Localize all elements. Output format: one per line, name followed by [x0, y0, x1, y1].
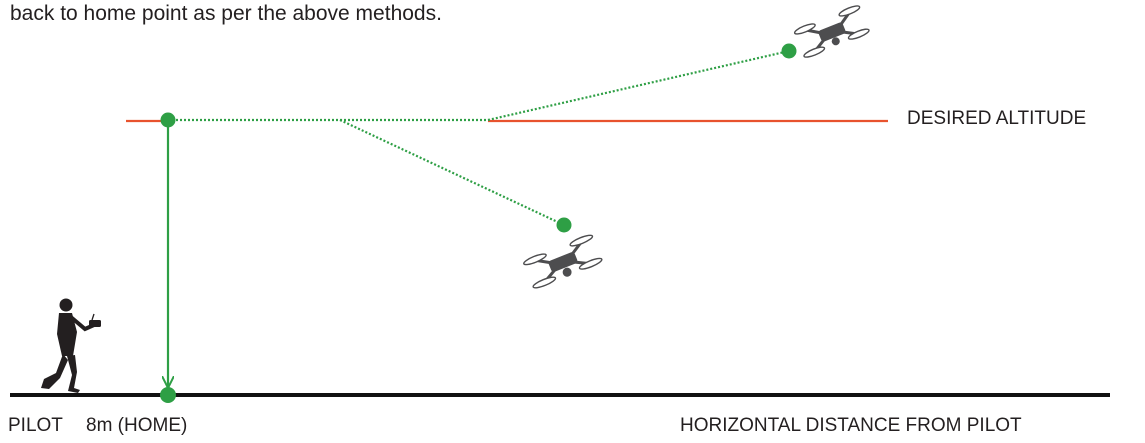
waypoint-upper-drone [781, 43, 797, 59]
desired-altitude-label: DESIRED ALTITUDE [907, 108, 1087, 129]
pilot-label: PILOT [8, 415, 63, 436]
waypoint-lower-drone [556, 217, 572, 233]
home-point [160, 387, 176, 403]
drone-icon [793, 5, 870, 58]
intro-text: back to home point as per the above meth… [10, 2, 442, 25]
home-label: 8m (HOME) [86, 415, 188, 436]
drone-icon [523, 234, 603, 289]
waypoint-above-home [160, 112, 176, 128]
path-dotted-lower-drone [339, 119, 565, 226]
pilot-silhouette-icon [41, 298, 101, 393]
path-dotted-upper-drone [487, 49, 790, 122]
horizontal-distance-label: HORIZONTAL DISTANCE FROM PILOT [680, 415, 1022, 436]
